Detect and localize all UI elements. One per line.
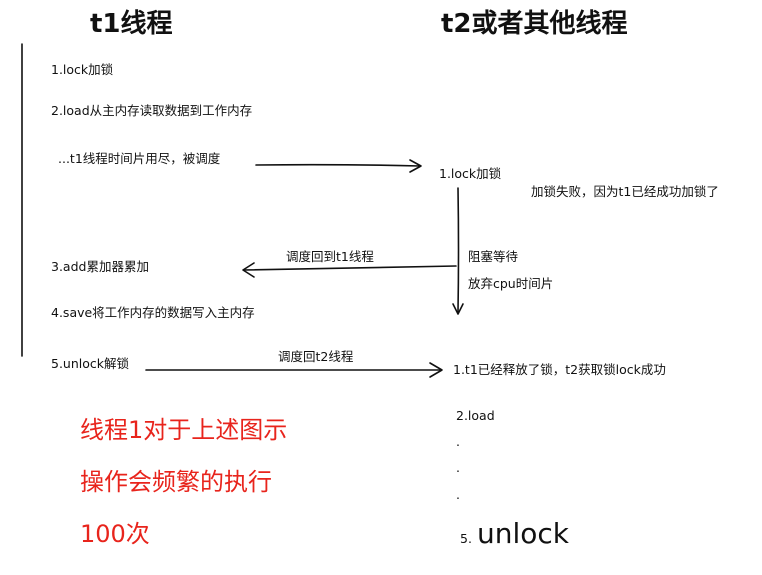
t2-timeline [457, 187, 460, 313]
arrow-label-back-to-t2: 调度回t2线程 [278, 349, 354, 364]
t2-step-unlock-number: 5. [460, 531, 472, 546]
arrow-back-to-t1-head [242, 262, 255, 278]
t2-column-title: t2或者其他线程 [441, 9, 628, 39]
note-line-2: 操作会频繁的执行 [80, 468, 272, 496]
arrow-to-t2-lock [255, 163, 421, 167]
t1-step-load: 2.load从主内存读取数据到工作内存 [51, 103, 253, 118]
t2-step-load: 2.load [456, 408, 495, 423]
t1-column-title: t1线程 [90, 9, 173, 39]
t2-ellipsis-dot: . [456, 460, 460, 475]
t2-step-lock: 1.lock加锁 [439, 166, 502, 181]
t1-step-lock: 1.lock加锁 [51, 62, 114, 77]
arrow-label-back-to-t1: 调度回到t1线程 [286, 249, 374, 264]
t2-step-give-up: 放弃cpu时间片 [468, 276, 554, 291]
t2-step-lock-fail: 加锁失败，因为t1已经成功加锁了 [531, 184, 719, 199]
arrow-back-to-t2-head [429, 362, 443, 378]
t2-ellipsis-dot: . [456, 434, 460, 449]
t2-timeline-head [452, 303, 464, 315]
t1-step-timeslice: ...t1线程时间片用尽，被调度 [58, 151, 221, 166]
t1-step-unlock: 5.unlock解锁 [51, 356, 130, 371]
note-line-1: 线程1对于上述图示 [80, 416, 288, 444]
t1-step-save: 4.save将工作内存的数据写入主内存 [51, 305, 255, 320]
t2-step-acquired: 1.t1已经释放了锁，t2获取锁lock成功 [453, 362, 666, 377]
arrow-to-t2-lock-head [409, 159, 422, 173]
t2-step-blocked: 阻塞等待 [468, 249, 519, 264]
arrow-back-to-t1 [243, 265, 457, 271]
note-line-3: 100次 [80, 520, 150, 548]
t2-ellipsis-dot: . [456, 487, 460, 502]
t1-step-add: 3.add累加器累加 [51, 259, 149, 274]
t2-step-unlock: unlock [477, 517, 570, 550]
